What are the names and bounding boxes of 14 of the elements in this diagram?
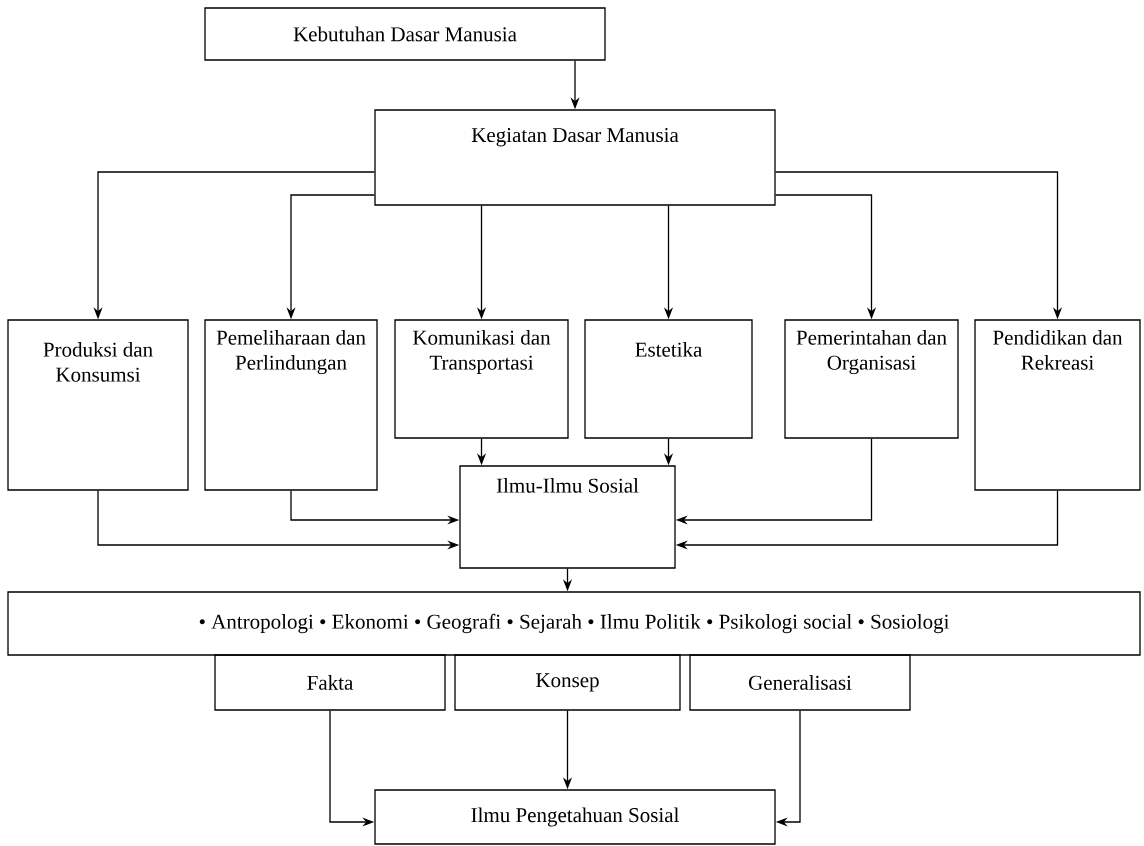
text-box: Generalisasi bbox=[689, 654, 911, 711]
text-box: • Antropologi • Ekonomi • Geografi • Sejarah • Ilmu Politik • Psikologi social • Sosiologi bbox=[7, 591, 1141, 656]
text-box: Kebutuhan Dasar Manusia bbox=[204, 7, 606, 61]
text-box: Produksi dan Konsumsi bbox=[7, 319, 189, 491]
text-box: Konsep bbox=[454, 654, 681, 711]
text-box: Pemeliharaan dan Perlindungan bbox=[204, 319, 378, 491]
text-box: Estetika bbox=[584, 319, 753, 439]
text-box: Ilmu Pengetahuan Sosial bbox=[374, 789, 776, 845]
text-box: Ilmu-Ilmu Sosial bbox=[459, 465, 676, 569]
text-box: Fakta bbox=[214, 654, 446, 711]
text-box: Pemerintahan dan Organisasi bbox=[784, 319, 959, 439]
text-box: Komunikasi dan Transportasi bbox=[394, 319, 569, 439]
text-box: Kegiatan Dasar Manusia bbox=[374, 109, 776, 206]
text-box: Pendidikan dan Rekreasi bbox=[974, 319, 1141, 491]
